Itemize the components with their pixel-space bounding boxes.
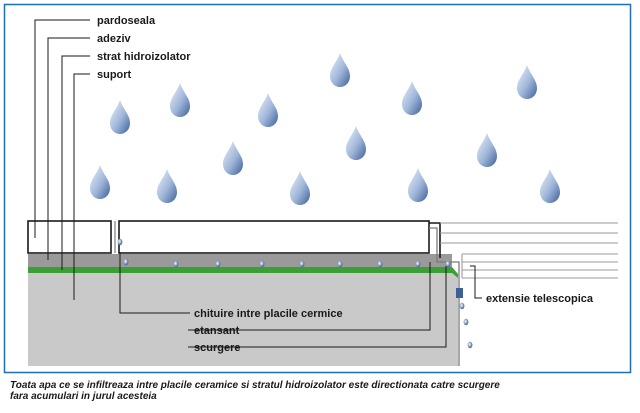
diagram-frame	[3, 3, 632, 374]
seepage-drop	[377, 260, 383, 268]
seepage-drop	[467, 341, 473, 349]
rain-drop	[477, 133, 497, 167]
label-etansant: etansant	[194, 325, 240, 337]
seepage-drop	[117, 238, 123, 246]
seepage-drop	[463, 318, 469, 326]
rain-drop	[170, 83, 190, 117]
label-pardoseala: pardoseala	[97, 15, 156, 27]
seepage-drop	[445, 260, 451, 268]
rain-drops	[90, 53, 560, 205]
seepage-drop	[337, 260, 343, 268]
support-slab	[28, 272, 458, 366]
label-suport: suport	[97, 69, 132, 81]
caption-line-1: Toata apa ce se infiltreaza intre placil…	[10, 380, 500, 391]
label-extensie-telescopica: extensie telescopica	[486, 293, 594, 305]
seepage-drop	[215, 260, 221, 268]
label-chituire: chituire intre placile cermice	[194, 308, 343, 320]
label-adeziv: adeziv	[97, 33, 132, 45]
drain-connector	[456, 288, 463, 298]
label-strat-hidroizolator: strat hidroizolator	[97, 51, 191, 63]
floor-tile-left	[27, 220, 112, 254]
waterproof-membrane	[28, 267, 458, 278]
rain-drop	[540, 169, 560, 203]
rain-drop	[90, 165, 110, 199]
leader-lines	[34, 19, 482, 348]
rain-drop	[110, 100, 130, 134]
rain-drop	[290, 171, 310, 205]
caption: Toata apa ce se infiltreaza intre placil…	[10, 380, 630, 402]
seepage-drop	[259, 260, 265, 268]
caption-line-2: fara acumulari in jurul acesteia	[10, 391, 157, 402]
rain-drop	[157, 169, 177, 203]
seepage-drop	[415, 260, 421, 268]
seepage-drop	[173, 260, 179, 268]
rain-drop	[258, 93, 278, 127]
rain-drop	[346, 126, 366, 160]
seepage-drop	[123, 258, 129, 266]
seepage-drop	[459, 302, 465, 310]
seepage-drop	[299, 260, 305, 268]
rain-drop	[330, 53, 350, 87]
rain-drop	[223, 141, 243, 175]
drain-grate	[440, 222, 618, 279]
label-scurgere: scurgere	[194, 342, 240, 354]
adhesive-layer	[28, 254, 452, 267]
rain-drop	[408, 168, 428, 202]
rain-drop	[517, 65, 537, 99]
rain-drop	[402, 81, 422, 115]
floor-tile-right	[118, 220, 430, 254]
